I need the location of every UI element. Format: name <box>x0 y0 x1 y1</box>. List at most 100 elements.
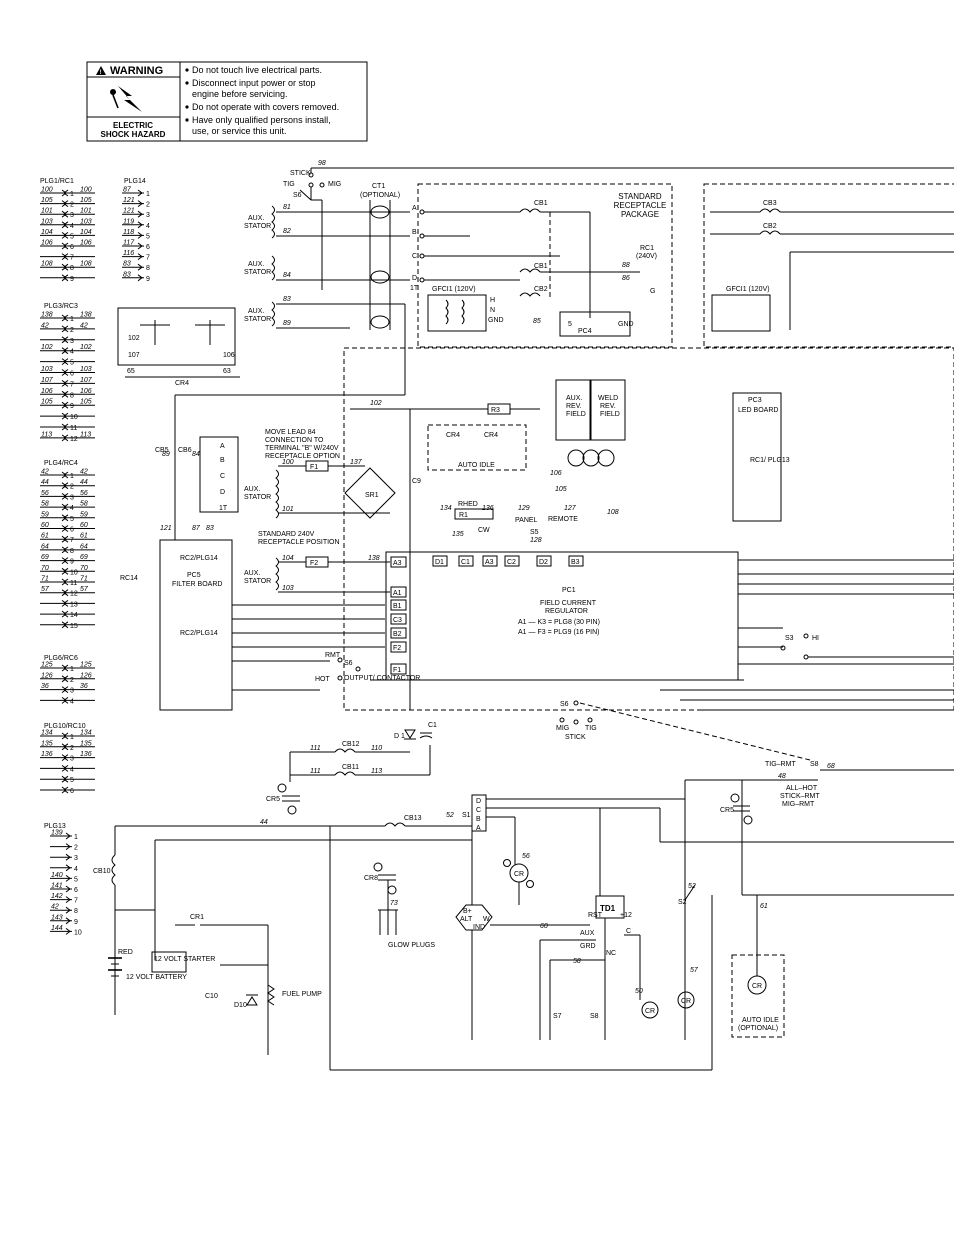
plg3-pin-number: 10 <box>70 414 78 421</box>
s3-label: S3 <box>785 635 794 642</box>
d1-c1: D 1 C1 <box>394 722 437 740</box>
s8-lower-label: S8 <box>590 1013 599 1020</box>
plg1-pin-number: 8 <box>70 265 74 272</box>
stator-section: STICK TIG MIG S6 98 CT1 (OPTIONAL) AUX. … <box>174 160 954 540</box>
plg1-wire-label-right: 103 <box>80 218 92 225</box>
plg10-pin-number: 1 <box>70 734 74 741</box>
s6-lower-label: S6 <box>560 701 569 708</box>
pc1-terminal-box <box>432 555 448 567</box>
svg-text:A: A <box>476 825 481 832</box>
plg3-wire-label-left: 106 <box>41 388 53 395</box>
svg-text:87: 87 <box>192 525 201 532</box>
plg10-wire-label-right: 136 <box>80 751 92 758</box>
plg1-wire-label-left: 104 <box>41 229 53 236</box>
svg-text:73: 73 <box>390 900 398 907</box>
plg4-pin-mark <box>61 600 69 607</box>
auto-idle-optional: CR 61 AUTO IDLE (OPTIONAL) <box>731 895 785 1038</box>
plg14-wire-label: 118 <box>123 229 134 236</box>
plg6-pin-mark <box>61 686 69 693</box>
stick-rmt-label: STICK–RMT <box>780 793 820 800</box>
mig-rmt-label: MIG–RMT <box>782 801 815 808</box>
warning-box: ! WARNING ELECTRIC SHOCK HAZARD Do not t… <box>86 61 368 142</box>
rmt-label: RMT <box>325 652 341 659</box>
plg3-wire-label-right: 107 <box>80 377 93 384</box>
plg3-pin-number: 5 <box>70 360 74 367</box>
cb10-label: CB10 <box>93 868 111 875</box>
plg4-pin-number: 1 <box>70 473 74 480</box>
plg14-wire-label: 116 <box>123 250 134 257</box>
s8-label: S8 <box>810 761 819 768</box>
plg14-wire-label: 121 <box>123 197 135 204</box>
plg4-pin-number: 12 <box>70 591 78 598</box>
plg4-wire-label-right: 61 <box>80 533 88 540</box>
svg-text:W: W <box>483 916 490 923</box>
plg6-wire-label-right: 126 <box>80 672 92 679</box>
plg4-wire-label-left: 42 <box>41 469 49 476</box>
aux-stator-1-b: STATOR <box>244 223 271 230</box>
svg-text:A: A <box>412 205 417 212</box>
svg-text:B: B <box>476 816 481 823</box>
plg4-pin-mark <box>61 567 69 575</box>
plg1-pin-mark <box>61 221 69 229</box>
pc5-filter-board: PC5 FILTER BOARD RC2/PLG14 RC2/PLG14 RC1… <box>120 447 233 711</box>
plg14-pin-mark <box>137 210 143 218</box>
plg6-pin-mark <box>61 697 69 704</box>
s8-mode-switch: TIG–RMT S8 ALL–HOT STICK–RMT MIG–RMT 68 … <box>685 761 954 808</box>
plg6-wire-label-left: 125 <box>41 662 53 669</box>
warning-bullet-1: Do not touch live electrical parts. <box>192 65 322 75</box>
plg4-pin-mark <box>61 578 69 586</box>
d10-label: D10 <box>234 1002 247 1009</box>
stick-lower: STICK <box>565 734 586 741</box>
plg3-wire-label-left: 103 <box>41 366 53 373</box>
plg4-pin-mark <box>61 621 69 629</box>
svg-text:60: 60 <box>540 923 548 930</box>
s1-cb13: CB13 44 52 D C B A S1 <box>115 780 954 1040</box>
plg3-pin-mark <box>61 380 69 387</box>
plg4-wire-label-left: 64 <box>41 543 49 550</box>
hi-label: HI <box>812 635 819 642</box>
rc2plg14-label: RC2/PLG14 <box>180 630 218 637</box>
pc1-sub2: REGULATOR <box>545 608 588 615</box>
cb11-label: CB11 <box>342 764 359 771</box>
plg4-wire-label-right: 70 <box>80 565 88 572</box>
warning-title: WARNING <box>110 65 163 77</box>
plg1-pin-number: 7 <box>70 255 74 262</box>
svg-text:84: 84 <box>192 451 200 458</box>
svg-text:63: 63 <box>223 368 231 375</box>
pc1-terminal-label: D1 <box>435 559 444 566</box>
c10-label: C10 <box>205 993 218 1000</box>
svg-text:GND: GND <box>618 321 634 328</box>
cr4-relay: 102 107 106 65 63 CR4 <box>117 307 240 387</box>
cr4-label: CR4 <box>175 380 189 387</box>
cb2-label: CB2 <box>534 286 548 293</box>
plg1-pin-number: 6 <box>70 244 74 251</box>
plg4-wire-label-right: 64 <box>80 543 88 550</box>
pc1-terminal-box <box>390 599 407 611</box>
plg3-pin-number: 12 <box>70 436 78 443</box>
plg10-pin-mark <box>61 754 69 761</box>
plg13-wire-label: 139 <box>51 830 63 837</box>
plg3-wire-label-left: 107 <box>41 377 54 384</box>
plg3-wire-label-left: 105 <box>41 399 53 406</box>
s2-label: S2 <box>678 899 687 906</box>
pc1-terminal-label: C1 <box>461 559 470 566</box>
plg14-pin-number: 8 <box>146 265 150 272</box>
rev-fields: AUX. REV. FIELD WELD REV. FIELD <box>555 379 626 467</box>
svg-text:102: 102 <box>370 400 382 407</box>
svg-text:WELD: WELD <box>598 395 618 402</box>
plg14-pin-number: 5 <box>146 233 150 240</box>
svg-text:D: D <box>476 798 481 805</box>
svg-text:103: 103 <box>282 585 294 592</box>
svg-text:H: H <box>490 297 495 304</box>
cr4-contact-1: CR4 <box>446 432 460 439</box>
panel-label: PANEL <box>515 517 538 524</box>
plg1-pin-number: 5 <box>70 233 74 240</box>
remote-label: REMOTE <box>548 516 578 523</box>
plg13-pin-mark <box>65 832 71 840</box>
pc1-terminal-label: D2 <box>539 559 548 566</box>
svg-text:48: 48 <box>778 773 786 780</box>
svg-text:137: 137 <box>350 459 363 466</box>
plg4-title: PLG4/RC4 <box>44 460 78 467</box>
plg13-pin-mark <box>65 843 71 850</box>
plg3-pin-number: 9 <box>70 403 74 410</box>
